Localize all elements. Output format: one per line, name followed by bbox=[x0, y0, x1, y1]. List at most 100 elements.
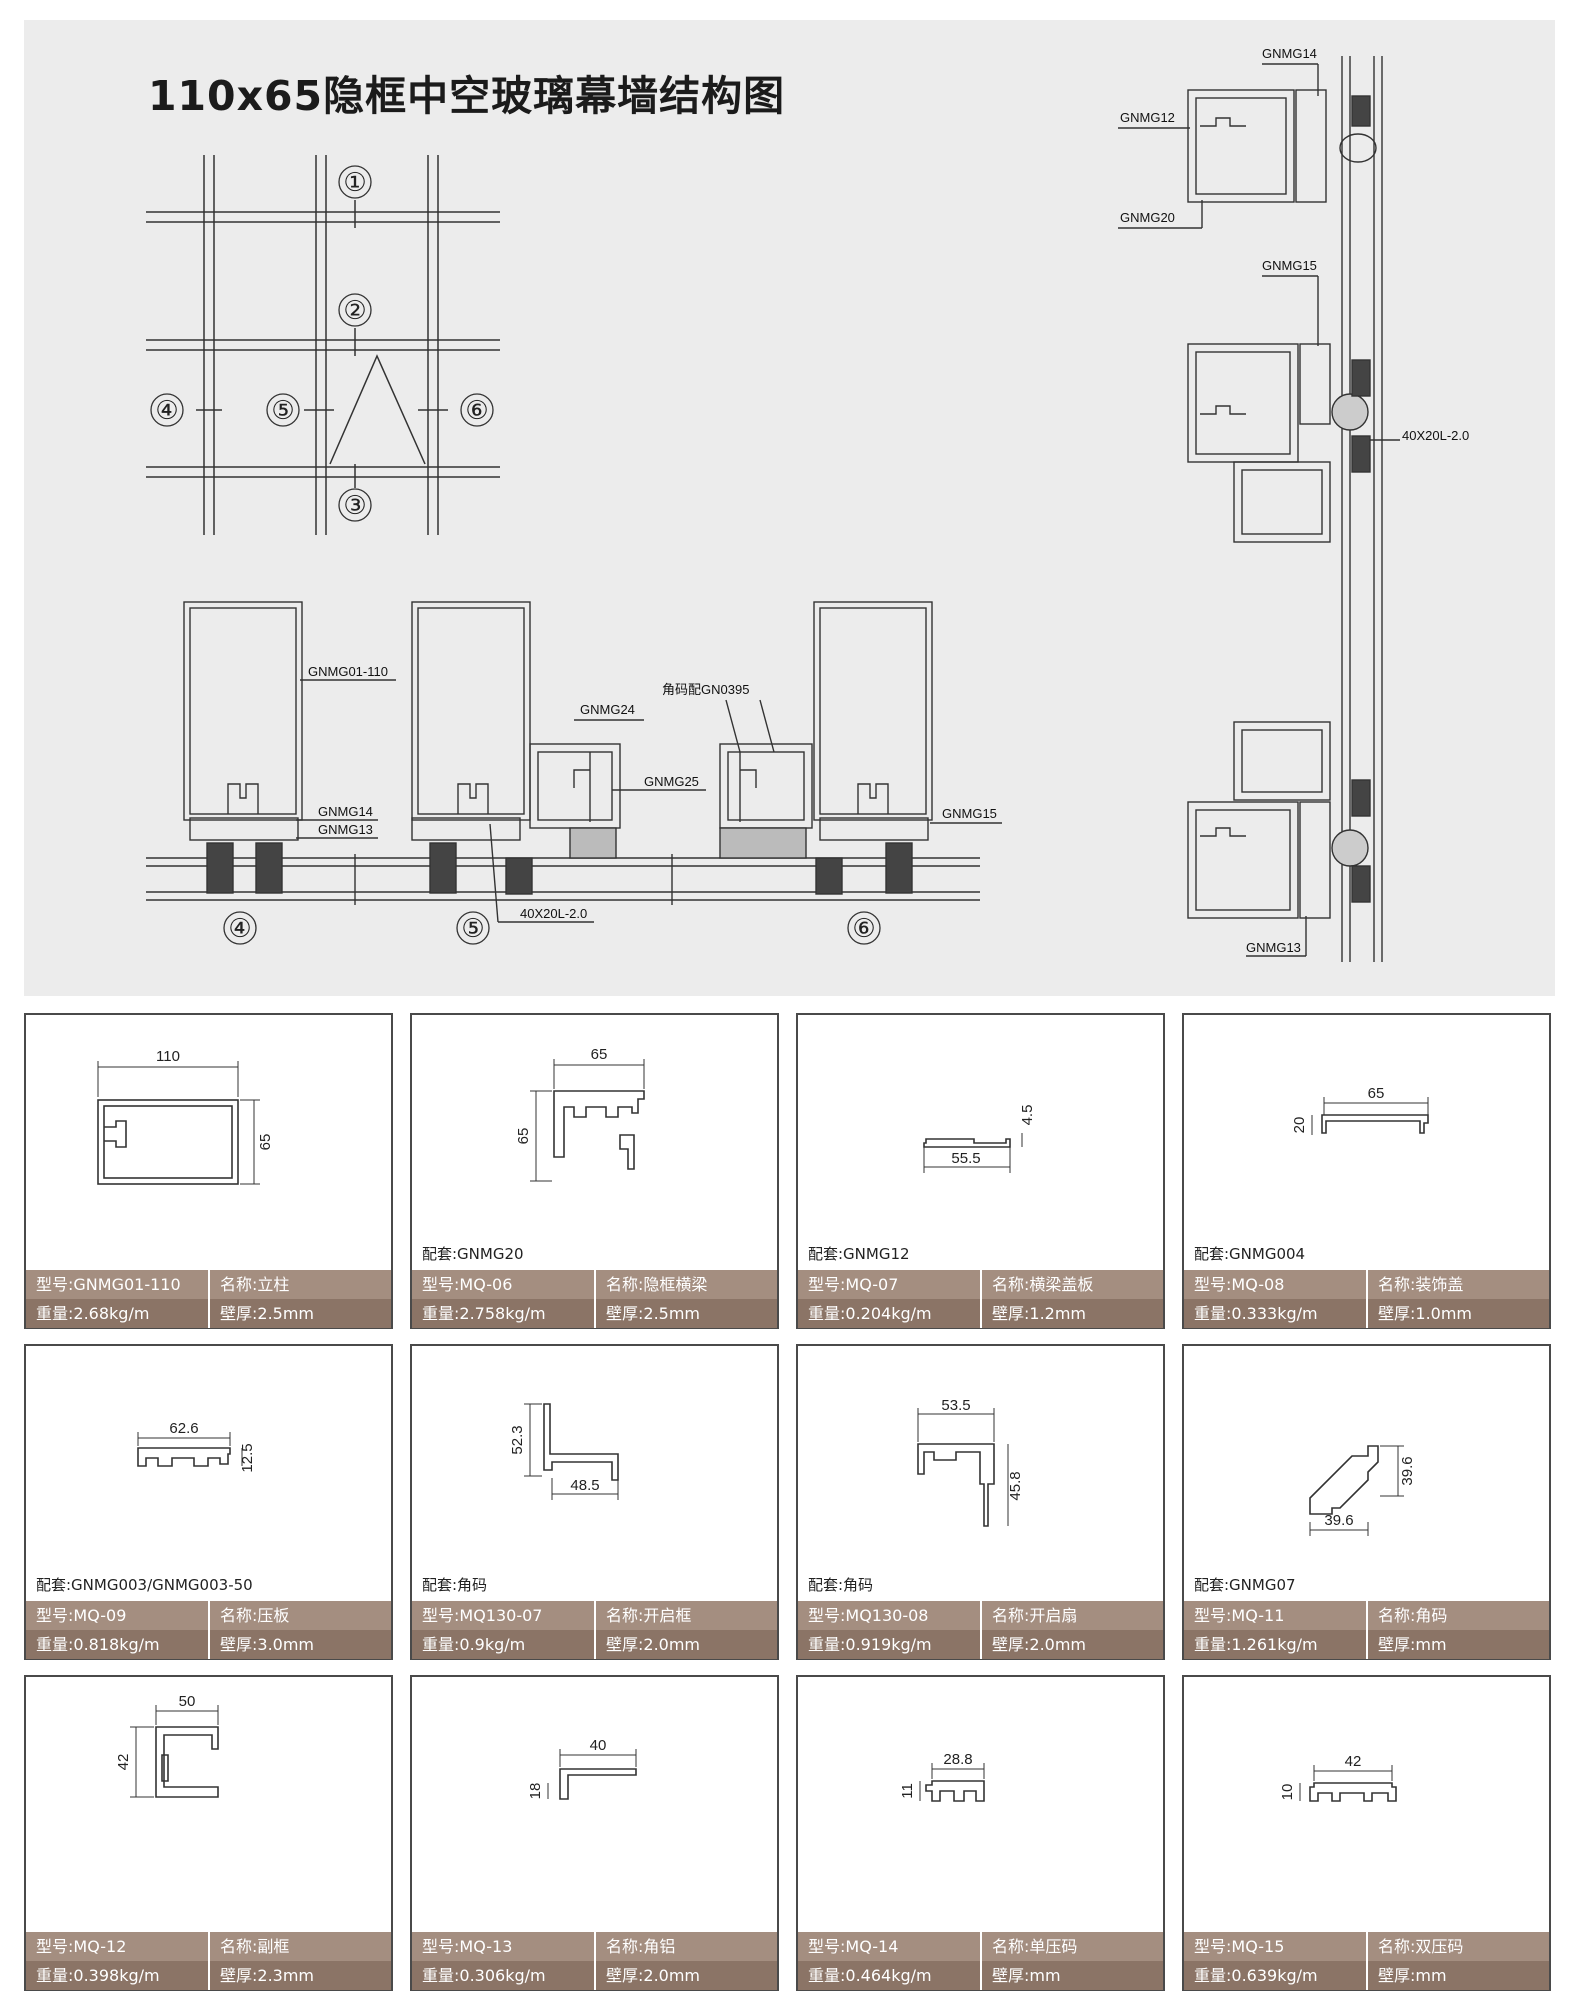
dim-label: 11 bbox=[899, 1783, 916, 1799]
dim-label: 42 bbox=[1345, 1753, 1362, 1770]
card-match: 配套:GNMG003/GNMG003-50 bbox=[36, 1576, 253, 1594]
name-label: 名称:开启扇 bbox=[992, 1606, 1078, 1625]
dim-label: 62.6 bbox=[169, 1420, 198, 1437]
card-match: 配套:GNMG12 bbox=[808, 1245, 910, 1263]
spec-row: 型号:MQ-08 名称:装饰盖 bbox=[1184, 1270, 1549, 1299]
card-match: 配套:GNMG07 bbox=[1194, 1576, 1296, 1594]
weight-label: 重量:0.639kg/m bbox=[1184, 1961, 1368, 1990]
dim-label: 52.3 bbox=[509, 1425, 526, 1454]
plan-section-labels: GNMG01-110 GNMG14 GNMG13 GNMG24 GNMG25 角… bbox=[223, 664, 997, 945]
spec-row: 型号:GNMG01-110 名称:立柱 bbox=[26, 1270, 391, 1299]
structure-drawings: ① ② ③ ④ ⑤ ⑥ bbox=[146, 46, 1469, 962]
model-label: 型号:GNMG01-110 bbox=[26, 1270, 210, 1299]
profile-drawing: 28.8 11 bbox=[899, 1751, 985, 1802]
name-label: 名称:双压码 bbox=[1378, 1937, 1464, 1956]
label-gnmg15-section: GNMG15 bbox=[1262, 258, 1317, 273]
product-card: 52.3 48.5 配套:角码 型号:MQ130-07 名称:开启框 重量:0.… bbox=[410, 1344, 779, 1660]
name-label: 名称:隐框横梁 bbox=[606, 1275, 708, 1294]
label-gnmg25: GNMG25 bbox=[644, 774, 699, 789]
thickness-label: 壁厚:2.5mm bbox=[606, 1304, 701, 1323]
product-card: 42 10 型号:MQ-15 名称:双压码 重量:0.639kg/m 壁厚:mm bbox=[1182, 1675, 1551, 1991]
spec-row: 重量:0.204kg/m 壁厚:1.2mm bbox=[798, 1299, 1163, 1328]
label-gnmg13-section: GNMG13 bbox=[1246, 940, 1301, 955]
name-label: 名称:横梁盖板 bbox=[992, 1275, 1094, 1294]
product-card: 50 42 型号:MQ-12 名称:副框 重量:0.398kg/m 壁厚:2.3… bbox=[24, 1675, 393, 1991]
thickness-label: 壁厚:mm bbox=[992, 1966, 1061, 1985]
profile-drawing: 50 42 bbox=[115, 1693, 219, 1798]
grid-label-4: ④ bbox=[155, 395, 178, 425]
spec-row: 重量:1.261kg/m 壁厚:mm bbox=[1184, 1630, 1549, 1659]
grid-label-6: ⑥ bbox=[465, 395, 488, 425]
label-gnmg20-section: GNMG20 bbox=[1120, 210, 1175, 225]
profile-drawing: 40 18 bbox=[527, 1737, 637, 1800]
product-card: 40 18 型号:MQ-13 名称:角铝 重量:0.306kg/m 壁厚:2.0… bbox=[410, 1675, 779, 1991]
dim-label: 48.5 bbox=[570, 1477, 599, 1494]
vertical-section-labels: GNMG14 GNMG12 GNMG20 GNMG15 40X20L-2.0 G… bbox=[1120, 46, 1469, 955]
model-label: 型号:MQ130-08 bbox=[798, 1601, 982, 1630]
card-match: 配套:角码 bbox=[808, 1576, 874, 1594]
product-card: 28.8 11 型号:MQ-14 名称:单压码 重量:0.464kg/m 壁厚:… bbox=[796, 1675, 1165, 1991]
thickness-label: 壁厚:mm bbox=[1378, 1966, 1447, 1985]
weight-label: 重量:2.68kg/m bbox=[26, 1299, 210, 1328]
weight-label: 重量:2.758kg/m bbox=[412, 1299, 596, 1328]
label-gnmg24: GNMG24 bbox=[580, 702, 635, 717]
model-label: 型号:MQ-09 bbox=[26, 1601, 210, 1630]
weight-label: 重量:0.333kg/m bbox=[1184, 1299, 1368, 1328]
model-label: 型号:MQ-14 bbox=[798, 1932, 982, 1961]
model-label: 型号:MQ-15 bbox=[1184, 1932, 1368, 1961]
product-card: 110 65 型号:GNMG01-110 名称:立柱 重量:2.68kg/m 壁… bbox=[24, 1013, 393, 1329]
dim-label: 65 bbox=[1368, 1085, 1385, 1102]
spec-row: 型号:MQ-12 名称:副框 bbox=[26, 1932, 391, 1961]
model-label: 型号:MQ-11 bbox=[1184, 1601, 1368, 1630]
profile-drawing: 42 10 bbox=[1279, 1753, 1397, 1802]
plan-num-6: ⑥ bbox=[852, 913, 875, 943]
vertical-section bbox=[1118, 56, 1400, 962]
dim-label: 65 bbox=[515, 1128, 532, 1145]
elevation-grid bbox=[146, 155, 500, 535]
spec-row: 型号:MQ-15 名称:双压码 bbox=[1184, 1932, 1549, 1961]
label-spec-plan: 40X20L-2.0 bbox=[520, 906, 587, 921]
dim-label: 50 bbox=[179, 1693, 196, 1710]
weight-label: 重量:0.306kg/m bbox=[412, 1961, 596, 1990]
model-label: 型号:MQ130-07 bbox=[412, 1601, 596, 1630]
weight-label: 重量:0.204kg/m bbox=[798, 1299, 982, 1328]
spec-row: 型号:MQ-11 名称:角码 bbox=[1184, 1601, 1549, 1630]
spec-row: 型号:MQ-07 名称:横梁盖板 bbox=[798, 1270, 1163, 1299]
thickness-label: 壁厚:1.0mm bbox=[1378, 1304, 1473, 1323]
dim-label: 40 bbox=[590, 1737, 607, 1754]
dim-label: 20 bbox=[1291, 1117, 1308, 1134]
name-label: 名称:开启框 bbox=[606, 1606, 692, 1625]
weight-label: 重量:0.818kg/m bbox=[26, 1630, 210, 1659]
label-spec-section: 40X20L-2.0 bbox=[1402, 428, 1469, 443]
weight-label: 重量:0.398kg/m bbox=[26, 1961, 210, 1990]
name-label: 名称:单压码 bbox=[992, 1937, 1078, 1956]
label-gnmg12-section: GNMG12 bbox=[1120, 110, 1175, 125]
profile-drawing: 65 20 bbox=[1291, 1085, 1429, 1135]
thickness-label: 壁厚:1.2mm bbox=[992, 1304, 1087, 1323]
profile-drawing: 39.6 39.6 bbox=[1309, 1445, 1416, 1536]
spec-row: 型号:MQ-09 名称:压板 bbox=[26, 1601, 391, 1630]
label-gnmg14-section: GNMG14 bbox=[1262, 46, 1317, 61]
thickness-label: 壁厚:3.0mm bbox=[220, 1635, 315, 1654]
dim-label: 18 bbox=[527, 1783, 544, 1800]
grid-label-1: ① bbox=[343, 167, 366, 197]
profile-drawing: 62.6 12.5 bbox=[137, 1420, 256, 1473]
thickness-label: 壁厚:2.0mm bbox=[606, 1966, 701, 1985]
thickness-label: 壁厚:2.5mm bbox=[220, 1304, 315, 1323]
name-label: 名称:压板 bbox=[220, 1606, 290, 1625]
spec-row: 重量:0.333kg/m 壁厚:1.0mm bbox=[1184, 1299, 1549, 1328]
grid-label-2: ② bbox=[343, 295, 366, 325]
spec-row: 型号:MQ-13 名称:角铝 bbox=[412, 1932, 777, 1961]
spec-row: 重量:0.639kg/m 壁厚:mm bbox=[1184, 1961, 1549, 1990]
thickness-label: 壁厚:2.3mm bbox=[220, 1966, 315, 1985]
spec-row: 型号:MQ130-07 名称:开启框 bbox=[412, 1601, 777, 1630]
spec-row: 重量:2.68kg/m 壁厚:2.5mm bbox=[26, 1299, 391, 1328]
dim-label: 39.6 bbox=[1399, 1456, 1416, 1485]
spec-row: 型号:MQ-06 名称:隐框横梁 bbox=[412, 1270, 777, 1299]
dim-label: 10 bbox=[1279, 1784, 1296, 1801]
label-gnmg13-plan: GNMG13 bbox=[318, 822, 373, 837]
product-card: 4.5 55.5 配套:GNMG12 型号:MQ-07 名称:横梁盖板 重量:0… bbox=[796, 1013, 1165, 1329]
label-corner-bracket: 角码配GN0395 bbox=[662, 682, 749, 697]
dim-label: 28.8 bbox=[943, 1751, 972, 1768]
name-label: 名称:立柱 bbox=[220, 1275, 290, 1294]
